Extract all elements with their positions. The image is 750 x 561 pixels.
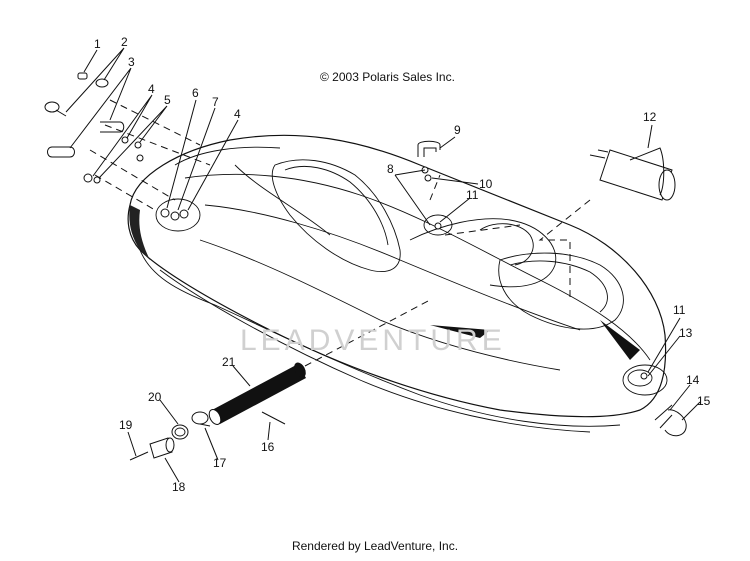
part-pin-19: [129, 451, 149, 461]
callout-15: 15: [697, 394, 711, 408]
callout-3: 3: [128, 55, 135, 69]
part-tube-21: [208, 362, 306, 425]
callout-9: 9: [454, 123, 461, 137]
callout-2: 2: [121, 35, 128, 49]
callout-10: 10: [479, 177, 493, 191]
callout-16: 16: [261, 440, 275, 454]
callout-14: 14: [686, 373, 700, 387]
callout-5: 5: [164, 93, 171, 107]
callout-18: 18: [172, 480, 186, 494]
callout-19: 19: [119, 418, 133, 432]
callout-7: 7: [212, 95, 219, 109]
part-clamp-17: [191, 411, 211, 427]
part-ring-20: [171, 424, 189, 440]
copyright-notice: © 2003 Polaris Sales Inc.: [320, 70, 455, 84]
part-grommet-2: [44, 78, 109, 117]
callout-6: 6: [192, 86, 199, 100]
callout-8: 8: [387, 162, 394, 176]
callout-1: 1: [94, 37, 101, 51]
callout-11b: 11: [673, 303, 686, 317]
part-fitting-11-upper: [423, 214, 453, 236]
callout-numbers: 1 2 3 4 5 6 7 4 8 9 10 11 12 11 13 14 15…: [94, 35, 711, 494]
callout-11: 11: [466, 188, 479, 202]
part-nuts-4: [83, 136, 144, 184]
callout-4b: 4: [234, 107, 241, 121]
part-cap-13: [627, 369, 653, 387]
leader-lines: [65, 47, 701, 483]
callout-17: 17: [213, 456, 227, 470]
part-clamp-14-15: [654, 404, 687, 437]
part-fitting-18: [149, 437, 175, 459]
part-pin-16: [261, 411, 286, 425]
callout-20: 20: [148, 390, 162, 404]
rendered-by-footer: Rendered by LeadVenture, Inc.: [291, 539, 459, 553]
hull-body: [127, 134, 668, 433]
watermark-text: LEADVENTURE: [240, 324, 506, 357]
callout-12: 12: [643, 110, 657, 124]
callout-4: 4: [148, 82, 155, 96]
part-handle-9: [417, 140, 441, 182]
part-cap-1: [77, 72, 88, 80]
part-battery-12: [589, 147, 676, 201]
callout-13: 13: [679, 326, 693, 340]
callout-21: 21: [222, 355, 236, 369]
part-fittings-6-7: [160, 208, 189, 221]
